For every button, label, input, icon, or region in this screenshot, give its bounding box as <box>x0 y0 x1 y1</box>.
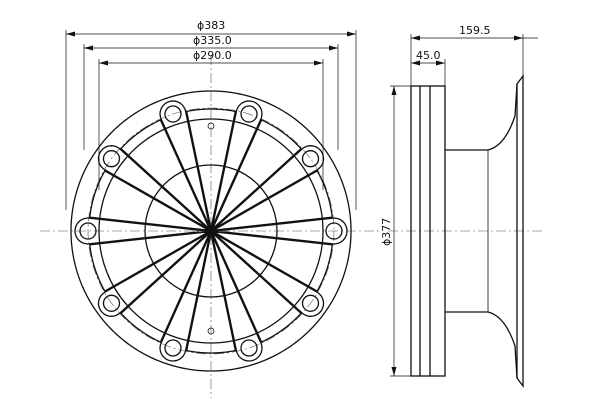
bolt-hole <box>301 150 320 168</box>
flange-inner-contour <box>74 100 348 362</box>
bolt-holes <box>79 105 343 357</box>
dimension-disc-width: 45.0 <box>411 49 446 86</box>
hub-outer-circle <box>98 118 324 344</box>
bolt-hole <box>325 222 343 240</box>
bolt-hole <box>79 222 97 240</box>
flange-outer-contour <box>70 90 352 372</box>
bolt-hole <box>164 339 182 357</box>
dimension-outer-diameter: ϕ383 <box>65 19 357 210</box>
hub-center-bore <box>144 164 278 298</box>
bolt-hole <box>301 294 320 312</box>
bolt-hole <box>102 150 121 168</box>
side-view: 159.5 45.0 ϕ377 <box>380 24 545 388</box>
bolt-hole <box>240 105 258 123</box>
hub-cone <box>445 74 524 388</box>
bolt-circle-centerline <box>87 107 335 355</box>
dimension-height: ϕ377 <box>380 85 411 377</box>
pilot-hole-bottom <box>207 327 215 335</box>
pilot-hole-top <box>207 122 215 130</box>
bolt-hole <box>240 339 258 357</box>
front-view: ϕ383 ϕ335.0 ϕ290.0 <box>40 19 380 398</box>
dimension-overall-width: 159.5 <box>410 24 538 86</box>
dim-label-height: ϕ377 <box>380 218 393 246</box>
bolt-hole <box>164 105 182 123</box>
dim-label-inner-diameter: ϕ290.0 <box>193 49 232 62</box>
dimension-inner-diameter: ϕ290.0 <box>98 49 324 190</box>
dim-label-overall-width: 159.5 <box>459 24 491 37</box>
disc-ring-outer <box>410 85 446 377</box>
bolt-hole <box>102 294 121 312</box>
dimension-mid-diameter: ϕ335.0 <box>83 34 339 150</box>
dim-label-mid-diameter: ϕ335.0 <box>193 34 232 47</box>
dim-label-outer-diameter: ϕ383 <box>197 19 225 32</box>
dim-label-disc-width: 45.0 <box>416 49 441 62</box>
